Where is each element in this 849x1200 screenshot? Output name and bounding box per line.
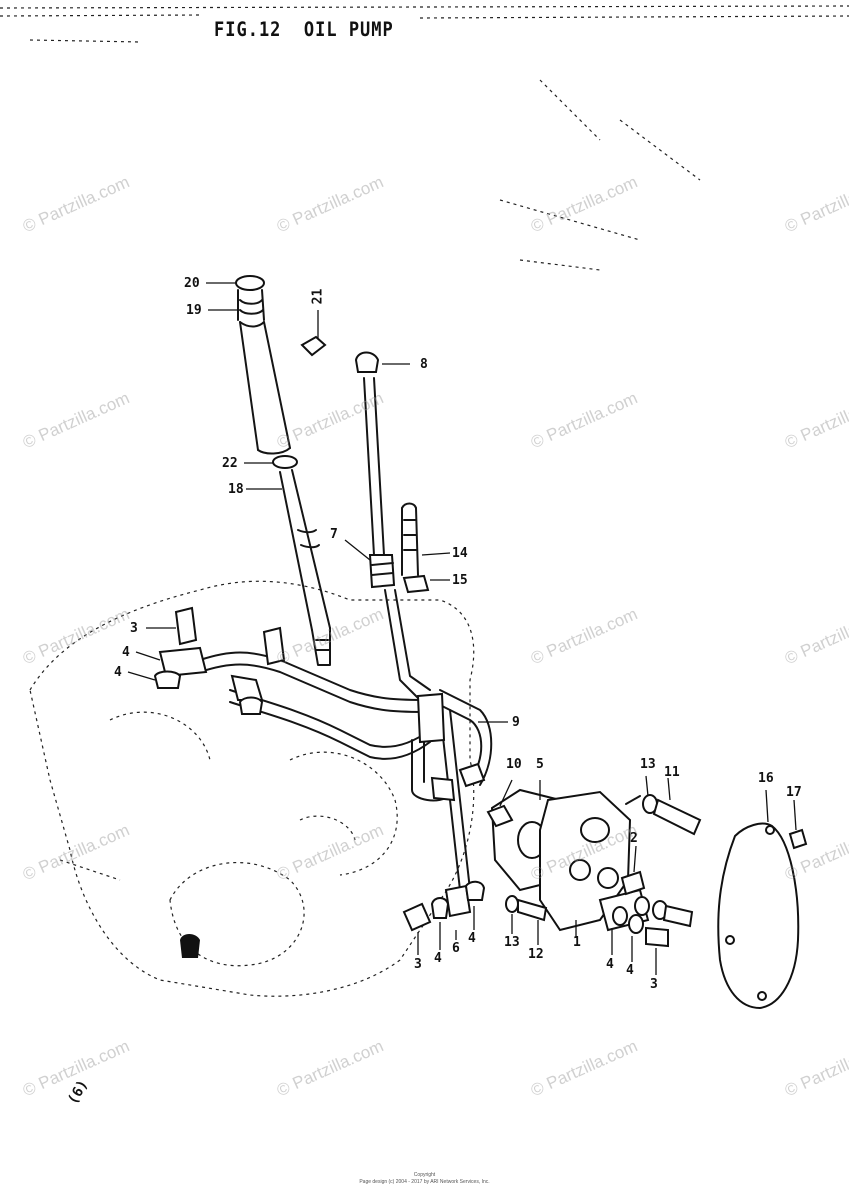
left-banjo-fitting — [127, 606, 286, 715]
engine-case-outline — [29, 580, 475, 997]
callout-4-mid-b: 4 — [434, 951, 442, 966]
callout-9: 9 — [512, 715, 520, 730]
callout-4-right-b: 4 — [626, 963, 634, 978]
callout-17: 17 — [786, 785, 802, 800]
callout-4-right-a: 4 — [606, 957, 614, 972]
callout-3-left: 3 — [130, 621, 138, 636]
part-2-bolt — [620, 845, 646, 896]
part-11-bolt — [625, 775, 702, 836]
part-16-cover — [717, 789, 800, 1010]
left-leader-lines — [206, 282, 282, 490]
footer-page-design: Page design (c) 2004 - 2017 by ARI Netwo… — [359, 1179, 490, 1185]
part-18-shaft — [279, 469, 331, 666]
callout-15: 15 — [452, 573, 468, 588]
callout-10: 10 — [506, 757, 522, 772]
callout-19: 19 — [186, 303, 202, 318]
callout-21: 21 — [310, 288, 326, 305]
part-21-bolt — [300, 310, 327, 357]
callout-12: 12 — [528, 947, 544, 962]
figure-title: FIG.12 OIL PUMP — [214, 18, 394, 42]
part-8-cap — [354, 351, 410, 373]
callout-18: 18 — [228, 482, 244, 497]
callout-22: 22 — [222, 456, 238, 471]
callout-4-left-lower: 4 — [114, 665, 122, 680]
callout-11: 11 — [664, 765, 680, 780]
part-19-20-upper-shaft — [235, 275, 291, 455]
callout-1: 1 — [573, 935, 581, 950]
callout-16: 16 — [758, 771, 774, 786]
callout-6: 6 — [452, 941, 460, 956]
part-6-fitting — [402, 880, 486, 955]
scan-noise — [0, 5, 849, 271]
part-22-ring — [272, 455, 298, 469]
right-lower-fasteners — [611, 896, 694, 975]
callout-3-mid: 3 — [414, 957, 422, 972]
callout-13-lower: 13 — [504, 935, 520, 950]
callout-2: 2 — [630, 831, 638, 846]
part-10-bolt — [486, 779, 514, 828]
callout-13-upper: 13 — [640, 757, 656, 772]
footer-copyright: Copyright — [413, 1172, 436, 1178]
callout-3-right: 3 — [650, 977, 658, 992]
callout-20: 20 — [184, 276, 200, 291]
callout-5: 5 — [536, 757, 544, 772]
part-7-rod — [344, 377, 396, 589]
callout-4-mid-a: 4 — [468, 931, 476, 946]
callout-14: 14 — [452, 546, 468, 561]
part-17-screw — [788, 799, 808, 850]
part-12-bolt — [505, 895, 548, 945]
part-14-15-fitting — [401, 502, 451, 594]
callout-7: 7 — [330, 527, 338, 542]
callout-4-left-upper: 4 — [122, 645, 130, 660]
grommet — [180, 934, 200, 958]
callout-8: 8 — [420, 357, 428, 372]
